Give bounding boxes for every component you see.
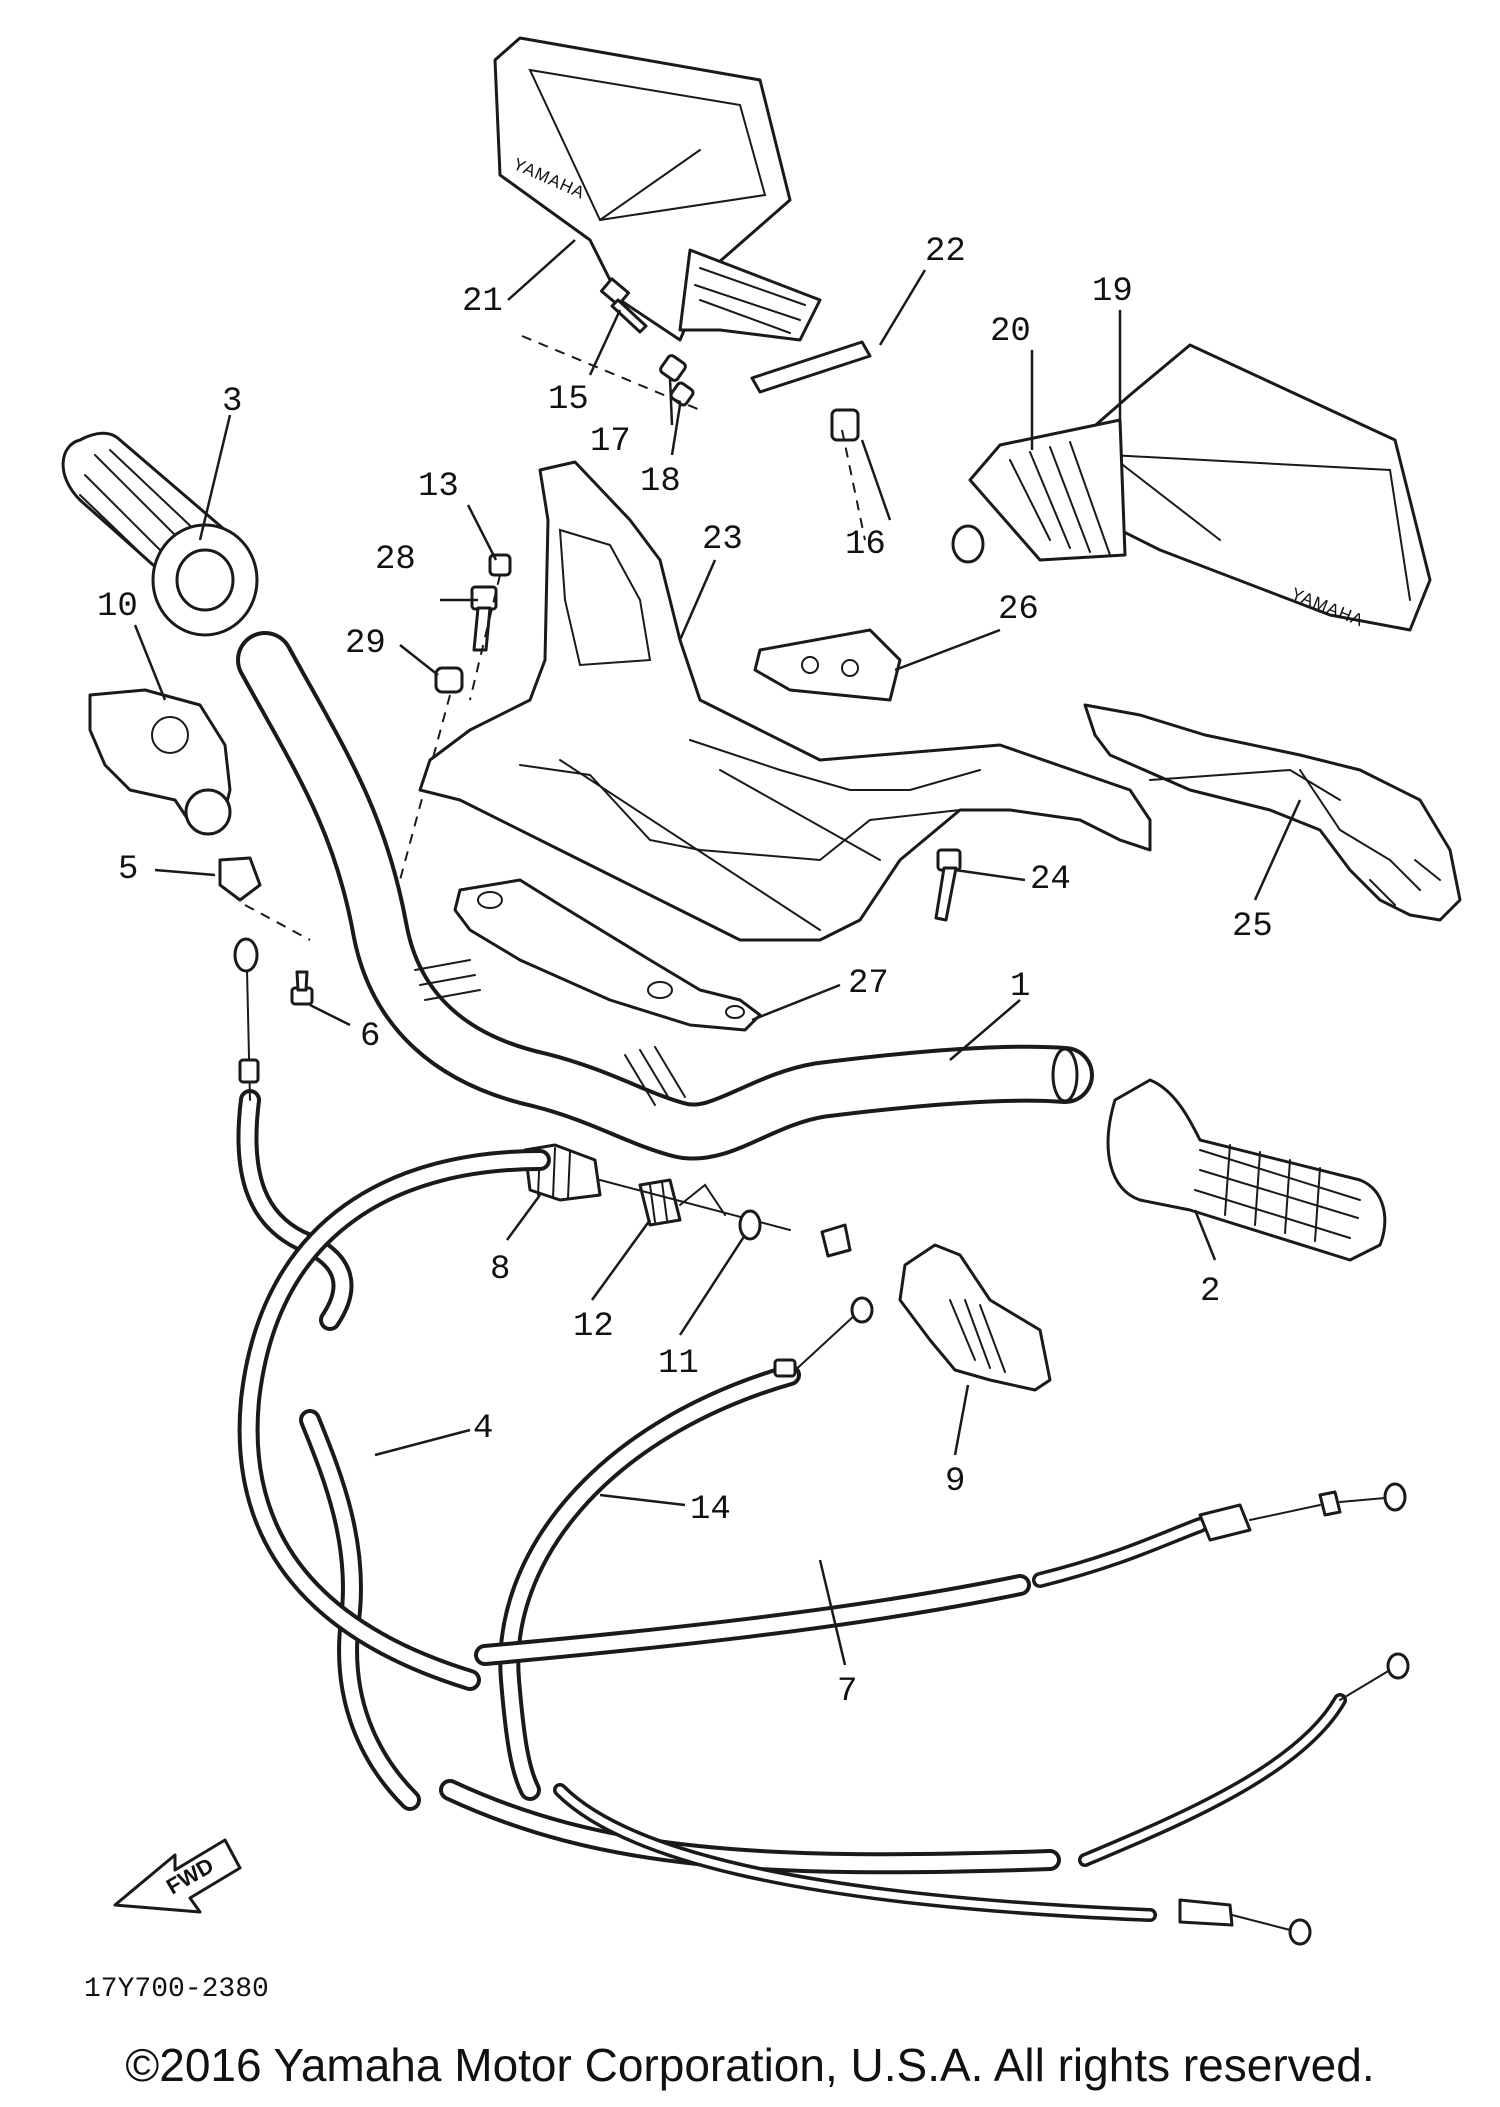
callout-13: 13 <box>418 468 459 506</box>
handlebar-parts-diagram: YAMAHA YAMAHA <box>61 36 1462 1946</box>
callout-25: 25 <box>1232 908 1273 946</box>
callout-14: 14 <box>690 1491 731 1529</box>
dash-line-13 <box>469 574 501 701</box>
lower-cable-c <box>1078 1652 1410 1867</box>
right-grip <box>1106 1078 1387 1262</box>
bracket-27 <box>453 878 762 1032</box>
callout-4: 4 <box>473 1410 493 1448</box>
washer-18 <box>669 381 695 407</box>
callout-8: 8 <box>490 1251 510 1289</box>
callout-27: 27 <box>848 965 889 1003</box>
throttle-housing-10 <box>88 688 232 836</box>
callout-28: 28 <box>375 541 416 579</box>
callout-11: 11 <box>658 1345 699 1383</box>
lower-cable-b <box>553 1783 1312 1946</box>
bolt-15 <box>599 277 648 334</box>
forward-arrow-icon: FWD <box>113 1838 242 1914</box>
handlebar-cover <box>418 460 1152 942</box>
lower-cable-a <box>439 1779 1061 1875</box>
dash-line-16 <box>841 429 866 541</box>
callout-18: 18 <box>640 463 681 501</box>
callout-24: 24 <box>1030 861 1071 899</box>
mirror-gasket-22 <box>750 340 872 394</box>
nut-16a <box>830 408 860 442</box>
nut-13 <box>488 553 512 577</box>
callout-1: 1 <box>1010 968 1030 1006</box>
bolt-24 <box>934 848 962 922</box>
cover-plate-26 <box>753 628 902 702</box>
callout-7: 7 <box>837 1673 857 1711</box>
copyright-notice: ©2016 Yamaha Motor Corporation, U.S.A. A… <box>125 2039 1375 2091</box>
callout-17: 17 <box>590 423 631 461</box>
bolt-28 <box>470 585 498 652</box>
nut-16b <box>951 524 985 564</box>
adjuster-spring <box>679 1183 726 1216</box>
clip-5 <box>218 856 262 902</box>
side-cover-25 <box>1083 703 1462 922</box>
leader-lines <box>133 239 1302 1666</box>
choke-cable-14 <box>498 1296 874 1801</box>
brake-cable-7 <box>474 1482 1407 1666</box>
screw-6 <box>290 970 314 1006</box>
callout-10: 10 <box>97 588 138 626</box>
washer-11 <box>738 1209 762 1241</box>
handlebar <box>236 631 1094 1161</box>
callout-2: 2 <box>1200 1273 1220 1311</box>
grommet-29 <box>434 666 464 694</box>
cable-end-fitting <box>820 1223 852 1258</box>
callout-22: 22 <box>925 233 966 271</box>
dash-line-5 <box>244 904 311 941</box>
callout-16: 16 <box>845 526 886 564</box>
callout-23: 23 <box>702 521 743 559</box>
callout-12: 12 <box>573 1308 614 1346</box>
adjuster-rod <box>599 1179 791 1231</box>
callout-15: 15 <box>548 381 589 419</box>
callout-20: 20 <box>990 313 1031 351</box>
adjuster-nut-12 <box>638 1178 682 1227</box>
callout-19: 19 <box>1092 273 1133 311</box>
callout-5: 5 <box>118 851 138 889</box>
callout-21: 21 <box>462 283 503 321</box>
callouts: 1 2 3 4 5 6 7 8 9 10 11 12 13 14 15 16 1… <box>97 233 1273 1711</box>
right-mirror: YAMAHA <box>1088 343 1432 632</box>
left-grip <box>61 431 259 637</box>
callout-3: 3 <box>222 383 242 421</box>
outer-cable-loop <box>237 1149 551 1691</box>
left-mirror: YAMAHA <box>493 36 822 342</box>
switch-boot-9 <box>898 1243 1052 1392</box>
nut-17 <box>659 354 687 382</box>
dash-line-mirror <box>521 335 701 411</box>
mirror-boot-20 <box>968 418 1127 562</box>
callout-9: 9 <box>945 1463 965 1501</box>
callout-6: 6 <box>360 1018 380 1056</box>
callout-26: 26 <box>998 591 1039 629</box>
callout-29: 29 <box>345 625 386 663</box>
diagram-code: 17Y700-2380 <box>84 1974 269 2005</box>
